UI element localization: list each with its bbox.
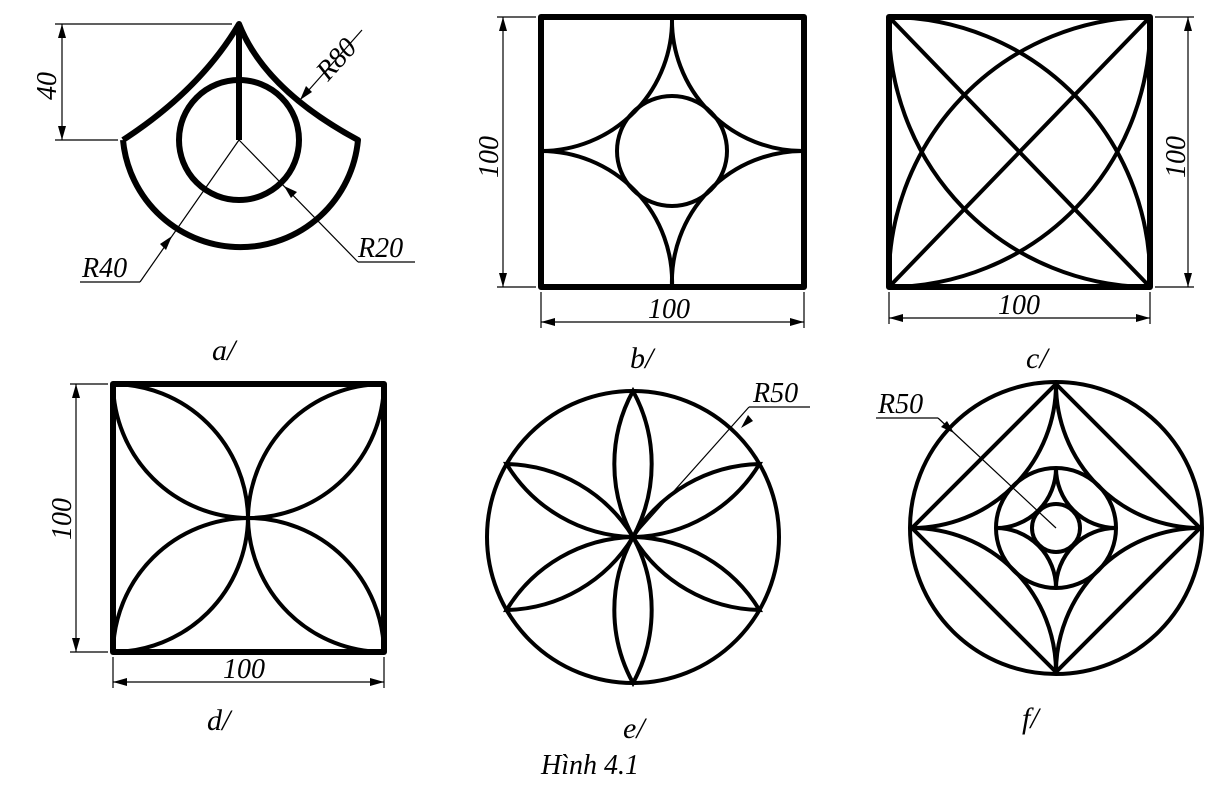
figure-f-leader-r50 xyxy=(937,417,1057,529)
figure-b-height-label: 100 xyxy=(474,136,505,178)
figure-b: 100 100 b/ xyxy=(474,14,807,375)
figure-d-petal-4 xyxy=(245,515,386,654)
arrowhead xyxy=(790,318,804,326)
figure-d-caption: d/ xyxy=(207,704,233,737)
figure-e-petal xyxy=(502,461,635,539)
figure-f-outer-star xyxy=(911,383,1201,673)
figure-c-square xyxy=(886,14,1153,290)
figure-b-width-label: 100 xyxy=(648,294,690,325)
figure-d-square xyxy=(110,381,387,655)
figure-e-petal xyxy=(631,535,764,613)
arrowhead xyxy=(113,678,127,686)
figure-f-caption: f/ xyxy=(1022,702,1041,735)
figure-d-height-label: 100 xyxy=(47,498,78,540)
figure-d-petal-1 xyxy=(111,382,251,521)
figure-e-r50-label: R50 xyxy=(752,378,798,409)
figure-c-caption: c/ xyxy=(1026,342,1050,375)
figure-e: R50 e/ xyxy=(485,378,810,745)
figure-c-arc-3 xyxy=(888,15,1153,288)
figure-e-caption: e/ xyxy=(623,712,647,745)
figure-c-diagonal-2 xyxy=(887,15,1152,289)
figure-a-r40-label: R40 xyxy=(81,253,127,284)
figure-a-leader-r20 xyxy=(238,139,359,263)
figure-c-arc-4 xyxy=(886,16,1151,289)
figure-e-petal xyxy=(612,386,654,538)
figure-c-arc-2 xyxy=(888,16,1153,289)
arrowhead xyxy=(941,421,954,433)
arrowhead xyxy=(541,318,555,326)
arrowhead xyxy=(741,415,753,428)
arrowhead xyxy=(370,678,384,686)
figure-e-rosette xyxy=(502,386,764,688)
arrowhead xyxy=(284,186,297,198)
arrowhead xyxy=(72,384,80,398)
figure-a: 40 R80 R40 R20 a/ xyxy=(32,21,415,367)
figure-e-leader-r50 xyxy=(632,406,750,538)
arrowhead xyxy=(300,86,312,100)
figure-d-width-label: 100 xyxy=(223,654,265,685)
figure-a-caption: a/ xyxy=(212,334,238,367)
arrowhead xyxy=(58,24,66,38)
figure-c-width-label: 100 xyxy=(998,290,1040,321)
arrowhead xyxy=(58,126,66,140)
figure-a-leader-r80 xyxy=(299,29,363,101)
figure-f: R50 f/ xyxy=(876,380,1204,735)
figure-c: 100 100 c/ xyxy=(886,14,1194,375)
figure-a-r80-label: R80 xyxy=(309,32,363,87)
arrowhead xyxy=(889,314,903,322)
figure-d-petal-3 xyxy=(111,515,251,654)
arrowhead xyxy=(499,273,507,287)
figure-c-height-label: 100 xyxy=(1161,136,1192,178)
arrowhead xyxy=(160,236,172,250)
figure-f-r50-label: R50 xyxy=(877,389,923,420)
figure-f-center-circle xyxy=(1030,502,1082,554)
figure-a-height-label: 40 xyxy=(32,72,63,100)
figure-f-inner-star xyxy=(995,467,1117,589)
figure-e-petal xyxy=(631,461,764,539)
figure-b-star xyxy=(540,16,805,288)
arrowhead xyxy=(1136,314,1150,322)
figure-d: 100 100 d/ xyxy=(47,381,387,737)
arrowhead xyxy=(1184,17,1192,31)
figure-b-caption: b/ xyxy=(630,342,656,375)
figure-d-petal-2 xyxy=(245,382,386,521)
figure-a-outline xyxy=(120,21,361,251)
figure-e-petal xyxy=(612,536,654,688)
figure-b-square xyxy=(538,14,807,290)
arrowhead xyxy=(72,638,80,652)
arrowhead xyxy=(1184,273,1192,287)
figure-b-inner-circle xyxy=(615,94,729,208)
figure-a-r20-label: R20 xyxy=(357,233,403,264)
figure-title: Hình 4.1 xyxy=(540,750,639,781)
arrowhead xyxy=(499,17,507,31)
figure-e-petal xyxy=(502,535,635,613)
figure-a-leader-r40 xyxy=(139,139,240,283)
figure-c-arc-1 xyxy=(886,15,1151,288)
